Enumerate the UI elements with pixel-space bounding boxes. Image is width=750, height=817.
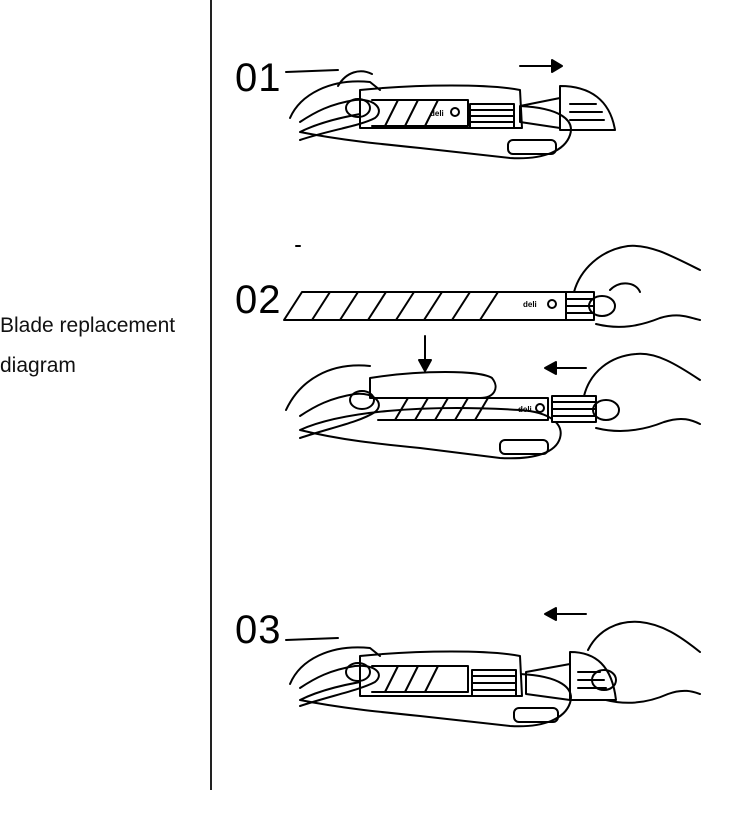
step-1-illustration: deli	[285, 59, 616, 160]
caption-line-1: Blade replacement	[0, 314, 176, 337]
vertical-divider	[210, 0, 212, 790]
step-3-leader-line	[285, 637, 339, 641]
step-1-leader-line	[285, 69, 339, 73]
step-number-3: 03	[235, 608, 282, 652]
utility-knife-icon	[299, 650, 572, 728]
caption-line-2: diagram	[0, 354, 76, 377]
utility-knife-icon	[299, 371, 562, 460]
hand-icon	[587, 620, 701, 704]
diagram-caption: Blade replacement diagram	[0, 306, 205, 386]
hand-icon	[289, 70, 381, 141]
end-cap-icon	[519, 85, 616, 131]
hand-icon	[285, 364, 380, 439]
blade-icon	[377, 397, 549, 421]
utility-knife-icon	[299, 84, 572, 160]
brand-label-3: deli	[518, 405, 532, 414]
arrow-down-icon	[418, 335, 432, 372]
step-2-illustration: deli deli	[283, 244, 701, 460]
brand-label-1: deli	[430, 109, 444, 118]
brand-label-2: deli	[523, 300, 537, 309]
arrow-right-icon	[519, 59, 563, 73]
step-number-2: 02	[235, 278, 282, 322]
arrow-left-icon	[544, 607, 587, 621]
step-number-1: 01	[235, 56, 282, 100]
blade-icon	[371, 665, 469, 693]
arrow-left-icon	[544, 361, 587, 375]
hand-icon	[289, 646, 381, 707]
hand-icon	[583, 352, 701, 432]
step-3-illustration	[285, 607, 701, 728]
hand-icon	[573, 244, 701, 328]
blade-icon	[371, 99, 469, 127]
